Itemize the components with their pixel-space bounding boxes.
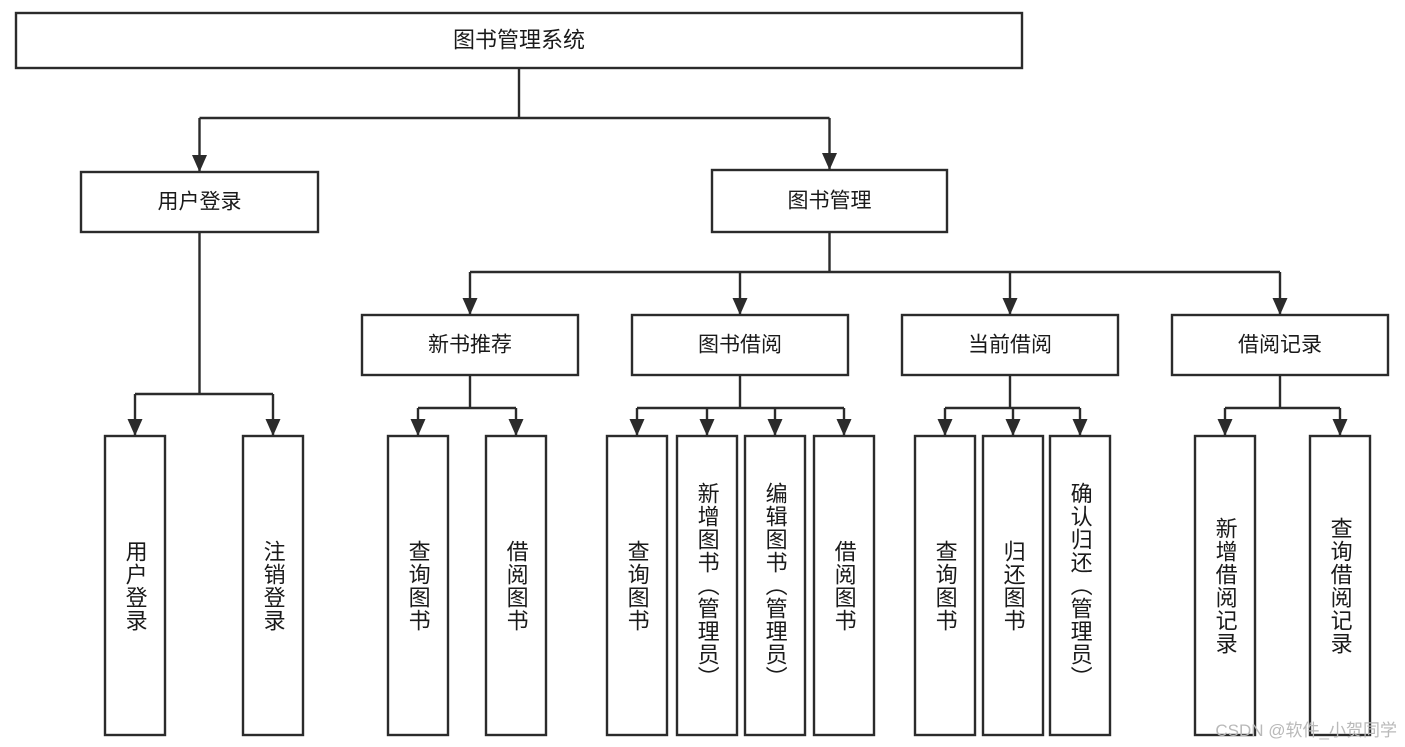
node-leaf-5[interactable] xyxy=(675,434,739,737)
node-box-rect[interactable] xyxy=(1170,313,1390,377)
node-box-rect[interactable] xyxy=(360,313,580,377)
arrow-head-icon xyxy=(937,419,953,436)
node-box-rect[interactable] xyxy=(812,434,876,737)
node-box-rect[interactable] xyxy=(484,434,548,737)
arrow-head-icon xyxy=(822,153,837,170)
leaf-node-label: 编辑图书（管理员） xyxy=(762,482,788,689)
node-box-rect[interactable] xyxy=(1048,434,1112,737)
arrow-head-icon xyxy=(1272,298,1288,315)
node-box-rect[interactable] xyxy=(743,434,807,737)
leaf-node-label: 借阅图书 xyxy=(831,539,857,632)
node-box-rect[interactable] xyxy=(675,434,739,737)
connectors-layer xyxy=(127,68,1348,436)
node-level3-1[interactable] xyxy=(630,313,850,377)
node-label: 新书推荐 xyxy=(428,334,512,357)
node-leaf-4[interactable] xyxy=(605,434,669,737)
node-label: 图书管理系统 xyxy=(453,27,585,52)
node-level3-0[interactable] xyxy=(360,313,580,377)
arrow-head-icon xyxy=(1332,419,1348,436)
node-leaf-11[interactable] xyxy=(1193,434,1257,737)
arrow-head-icon xyxy=(1002,298,1018,315)
arrow-head-icon xyxy=(508,419,524,436)
node-leaf-9[interactable] xyxy=(981,434,1045,737)
node-leaf-3[interactable] xyxy=(484,434,548,737)
arrow-head-icon xyxy=(699,419,715,436)
node-box-rect[interactable] xyxy=(605,434,669,737)
arrow-head-icon xyxy=(1217,419,1233,436)
leaf-node-label: 注销登录 xyxy=(260,539,286,632)
csdn-watermark: CSDN @软件_小贺同学 xyxy=(1215,721,1397,740)
leaf-node-label: 确认归还（管理员） xyxy=(1067,482,1093,689)
node-box-rect[interactable] xyxy=(79,170,320,234)
leaf-node-label: 新增借阅记录 xyxy=(1212,516,1238,655)
node-level3-3[interactable] xyxy=(1170,313,1390,377)
node-box-rect[interactable] xyxy=(14,11,1024,70)
arrow-head-icon xyxy=(127,419,143,436)
node-level2-0[interactable] xyxy=(79,170,320,234)
node-box-rect[interactable] xyxy=(1193,434,1257,737)
arrow-head-icon xyxy=(1072,419,1088,436)
leaf-node-label: 新增图书（管理员） xyxy=(694,482,720,689)
node-leaf-8[interactable] xyxy=(913,434,977,737)
arrow-head-icon xyxy=(1005,419,1021,436)
node-box-rect[interactable] xyxy=(103,434,167,737)
arrow-head-icon xyxy=(629,419,645,436)
leaf-node-label: 查询图书 xyxy=(405,539,431,632)
node-leaf-0[interactable] xyxy=(103,434,167,737)
arrow-head-icon xyxy=(732,298,748,315)
arrow-head-icon xyxy=(265,419,281,436)
node-leaf-12[interactable] xyxy=(1308,434,1372,737)
leaf-node-label: 归还图书 xyxy=(1000,539,1026,632)
arrow-head-icon xyxy=(836,419,852,436)
node-label: 借阅记录 xyxy=(1238,334,1322,357)
node-box-rect[interactable] xyxy=(241,434,305,737)
node-label: 图书管理 xyxy=(788,190,872,213)
node-title-0[interactable] xyxy=(14,11,1024,70)
node-level3-2[interactable] xyxy=(900,313,1120,377)
leaf-node-label: 查询图书 xyxy=(624,539,650,632)
node-box-rect[interactable] xyxy=(386,434,450,737)
node-box-rect[interactable] xyxy=(913,434,977,737)
node-label: 当前借阅 xyxy=(968,334,1052,357)
arrow-head-icon xyxy=(410,419,426,436)
node-box-rect[interactable] xyxy=(710,168,949,234)
node-box-rect[interactable] xyxy=(981,434,1045,737)
node-label: 用户登录 xyxy=(158,191,242,214)
node-box-rect[interactable] xyxy=(630,313,850,377)
leaf-node-label: 查询借阅记录 xyxy=(1327,516,1353,655)
node-boxes-layer xyxy=(14,11,1390,737)
node-box-rect[interactable] xyxy=(900,313,1120,377)
arrow-head-icon xyxy=(192,155,207,172)
node-leaf-6[interactable] xyxy=(743,434,807,737)
leaf-node-label: 借阅图书 xyxy=(503,539,529,632)
node-box-rect[interactable] xyxy=(1308,434,1372,737)
leaf-node-label: 用户登录 xyxy=(122,539,148,632)
node-level2-1[interactable] xyxy=(710,168,949,234)
node-leaf-2[interactable] xyxy=(386,434,450,737)
arrow-head-icon xyxy=(462,298,478,315)
node-label: 图书借阅 xyxy=(698,334,782,357)
node-leaf-1[interactable] xyxy=(241,434,305,737)
node-leaf-10[interactable] xyxy=(1048,434,1112,737)
node-leaf-7[interactable] xyxy=(812,434,876,737)
leaf-node-label: 查询图书 xyxy=(932,539,958,632)
arrow-head-icon xyxy=(767,419,783,436)
